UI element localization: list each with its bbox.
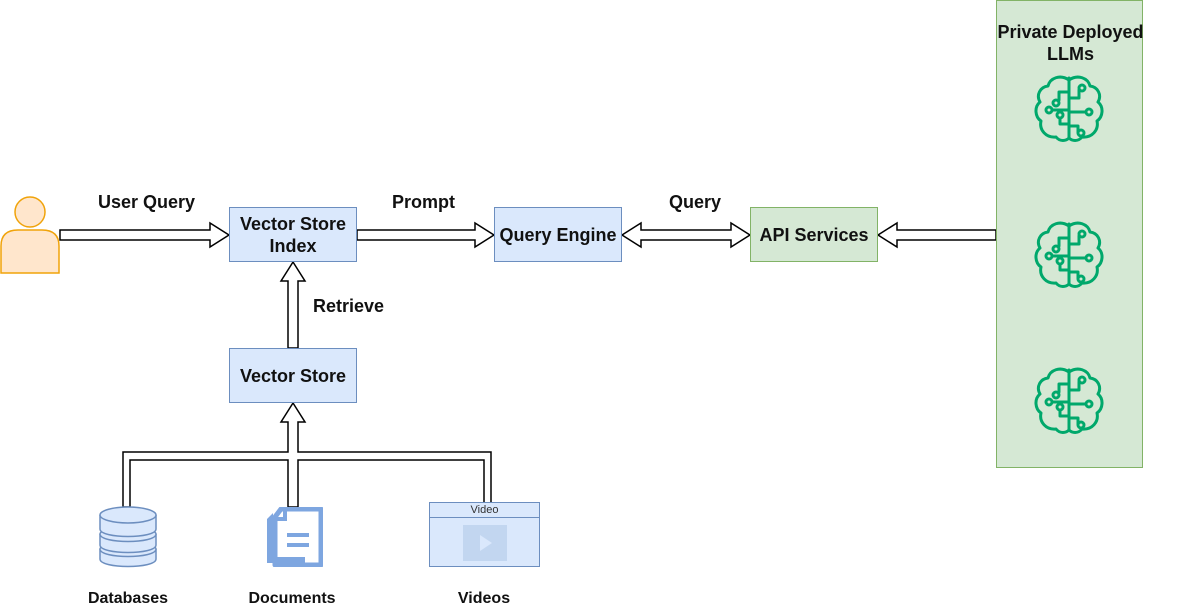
arrow-retrieve (279, 260, 307, 349)
brain-circuit-icon (1034, 75, 1104, 142)
arrow-engine-api-bidirectional (620, 221, 752, 249)
brain-circuit-icon (1034, 221, 1104, 288)
query-engine-node[interactable]: Query Engine (494, 207, 622, 262)
database-icon (99, 506, 157, 568)
caption-videos: Videos (457, 590, 511, 607)
arrow-llm-to-api (876, 221, 997, 249)
edge-label-prompt: Prompt (392, 192, 455, 212)
arrow-sources-merge (122, 401, 492, 508)
vector-store-node[interactable]: Vector Store (229, 348, 357, 403)
arrow-index-to-engine (356, 221, 496, 249)
vector-store-index-node[interactable]: Vector Store Index (229, 207, 357, 262)
caption-databases: Databases (87, 590, 169, 607)
edge-label-query: Query (669, 192, 722, 212)
llm-panel-title: Private Deployed LLMs (997, 22, 1144, 64)
edge-label-retrieve: Retrieve (313, 296, 385, 316)
brain-circuit-icon (1034, 367, 1104, 434)
user-icon (0, 196, 60, 274)
video-icon: Video (429, 502, 540, 567)
video-thumb-title: Video (470, 504, 499, 516)
caption-documents: Documents (248, 590, 336, 607)
edge-label-user-query: User Query (98, 192, 196, 212)
document-icon (267, 507, 323, 567)
play-icon (463, 525, 507, 561)
arrow-user-to-index (59, 221, 231, 249)
api-services-node[interactable]: API Services (750, 207, 878, 262)
